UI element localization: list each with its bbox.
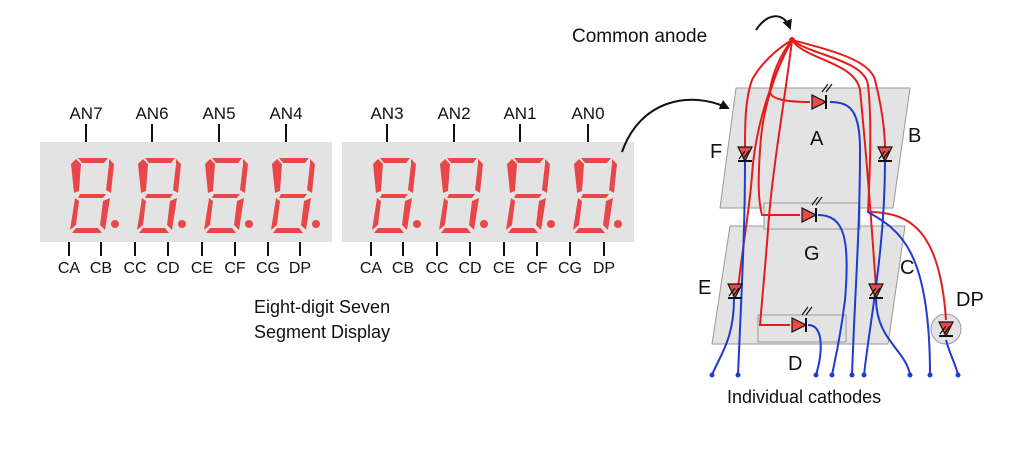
common-anode-arrow bbox=[755, 15, 792, 31]
led-b bbox=[877, 146, 893, 163]
segment-label-c: C bbox=[900, 257, 914, 279]
anode-label: AN6 bbox=[135, 104, 168, 123]
common-anode-node bbox=[789, 37, 795, 43]
anode-label: AN5 bbox=[202, 104, 235, 123]
segment-label-f: F bbox=[710, 141, 722, 163]
digit-an6 bbox=[137, 158, 186, 233]
cathode-label: CA bbox=[58, 260, 81, 277]
segment-label-g: G bbox=[804, 243, 820, 265]
display-module-left: AN7 AN6 AN5 AN4 CA CB CC CD CE CF CG DP bbox=[40, 104, 332, 277]
decimal-point bbox=[245, 220, 253, 228]
digit-an0 bbox=[573, 158, 622, 233]
segment-schematic: A B F G E C D DP Common anode Individual… bbox=[572, 15, 984, 407]
segment-label-b: B bbox=[908, 125, 921, 147]
led-dp bbox=[938, 321, 954, 338]
segment-label-a: A bbox=[810, 128, 824, 150]
digit-an7 bbox=[70, 158, 119, 233]
decimal-point bbox=[413, 220, 421, 228]
led-d bbox=[791, 306, 813, 333]
cathode-label: CA bbox=[360, 260, 383, 277]
anode-label: AN2 bbox=[437, 104, 470, 123]
digit-an2 bbox=[439, 158, 488, 233]
pointer-arrow bbox=[621, 98, 730, 153]
decimal-point bbox=[480, 220, 488, 228]
digit-an4 bbox=[271, 158, 320, 233]
cathode-label: CB bbox=[90, 260, 112, 277]
cathode-label: DP bbox=[593, 260, 615, 277]
led-f bbox=[737, 146, 753, 163]
digit-an1 bbox=[506, 158, 555, 233]
segment-label-e: E bbox=[698, 277, 711, 299]
cathode-label: CG bbox=[558, 260, 582, 277]
anode-label: AN0 bbox=[571, 104, 604, 123]
digit-an3 bbox=[372, 158, 421, 233]
cathode-label: CF bbox=[526, 260, 548, 277]
segment-label-dp: DP bbox=[956, 289, 984, 311]
display-module-right: AN3 AN2 AN1 AN0 CA CB CC CD CE CF CG DP bbox=[342, 104, 634, 277]
cathode-label: CC bbox=[123, 260, 146, 277]
cathode-label: CB bbox=[392, 260, 414, 277]
cathode-label: DP bbox=[289, 260, 311, 277]
cathode-label: CE bbox=[493, 260, 515, 277]
segment-label-d: D bbox=[788, 353, 802, 375]
led-g bbox=[801, 196, 823, 223]
decimal-point bbox=[547, 220, 555, 228]
cathode-label: CF bbox=[224, 260, 246, 277]
led-e bbox=[727, 283, 743, 300]
cathode-label: CG bbox=[256, 260, 280, 277]
led-a bbox=[811, 83, 833, 110]
decimal-point bbox=[178, 220, 186, 228]
cathode-label: CC bbox=[425, 260, 448, 277]
cathode-terminals bbox=[709, 372, 961, 378]
digit-an5 bbox=[204, 158, 253, 233]
decimal-point bbox=[111, 220, 119, 228]
anode-label: AN7 bbox=[69, 104, 102, 123]
common-anode-label: Common anode bbox=[572, 26, 707, 47]
decimal-point bbox=[312, 220, 320, 228]
cathode-label: CD bbox=[458, 260, 481, 277]
cathode-label: CD bbox=[156, 260, 179, 277]
decimal-point bbox=[614, 220, 622, 228]
anode-label: AN4 bbox=[269, 104, 302, 123]
led-c bbox=[868, 283, 884, 300]
cathode-label: CE bbox=[191, 260, 213, 277]
anode-label: AN3 bbox=[370, 104, 403, 123]
anode-label: AN1 bbox=[503, 104, 536, 123]
individual-cathodes-label: Individual cathodes bbox=[727, 387, 881, 407]
display-caption-line1: Eight-digit Seven bbox=[254, 297, 390, 317]
display-caption-line2: Segment Display bbox=[254, 322, 390, 342]
